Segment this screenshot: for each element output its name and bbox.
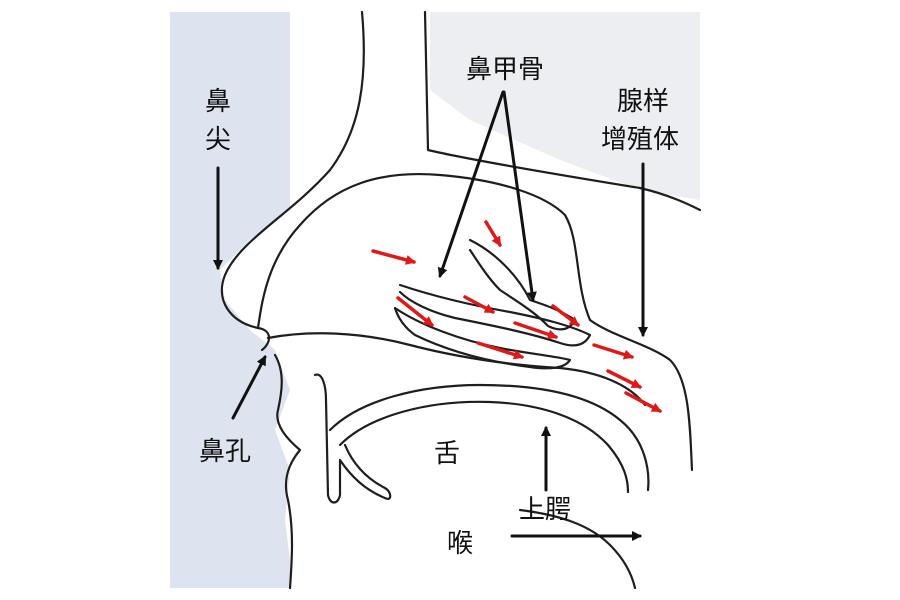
airflow-arrow-10 (624, 391, 662, 413)
palate-inner-outline (338, 400, 630, 494)
lower-turbinate (393, 306, 572, 370)
nasal-bridge-line (423, 10, 702, 212)
upper-shading (430, 12, 700, 200)
lip-profile-line (273, 353, 302, 590)
airflow-arrow-4 (463, 295, 495, 314)
airflow-arrow-3 (396, 296, 434, 327)
nasal-floor-line (266, 332, 647, 407)
upper-turbinate (468, 238, 577, 331)
palate-label: 上腭 (519, 495, 571, 525)
adenoid-label-line2: 增殖体 (601, 125, 679, 155)
nostril-label: 鼻孔 (199, 437, 251, 467)
throat-label: 喉 (447, 529, 473, 559)
airflow-arrow-7 (476, 341, 524, 360)
adenoid-label-line1: 腺样 (617, 87, 669, 117)
jaw-structure-outline (313, 373, 392, 504)
airflow-arrow-6 (551, 304, 580, 327)
nose-tip-label-line1: 鼻 (205, 87, 231, 117)
nostril-pointer-arrow (231, 355, 267, 420)
tongue-label: 舌 (434, 439, 460, 469)
lower-throat-line (518, 508, 637, 590)
airflow-arrow-2 (484, 220, 502, 247)
nose-tip-label-line2: 尖 (205, 125, 231, 155)
nose-profile-line (220, 10, 365, 352)
turbinate-label: 鼻甲骨 (466, 55, 544, 85)
airflow-arrow-5 (513, 321, 558, 340)
turbinate-pointer-arrow-left (437, 90, 505, 278)
palate-outline (328, 383, 650, 492)
nasal-cavity-outline (256, 173, 694, 472)
turbinate-pointer-arrow-right (502, 90, 537, 302)
airflow-arrow-1 (371, 249, 416, 265)
airflow-arrow-8 (592, 343, 634, 360)
airflow-arrow-9 (606, 369, 642, 389)
